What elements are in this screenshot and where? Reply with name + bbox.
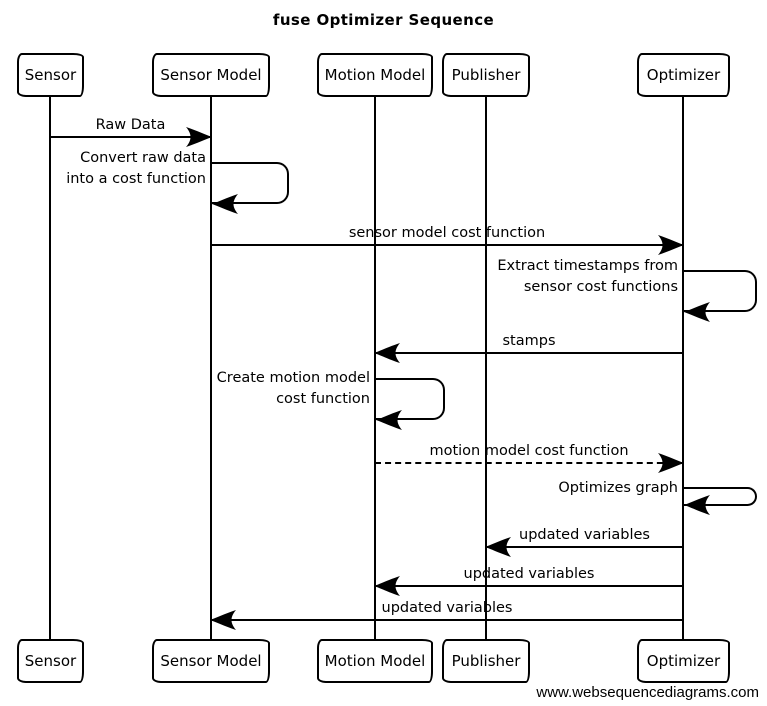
participant-top-optimizer: Optimizer bbox=[637, 53, 730, 97]
participant-label: Motion Model bbox=[324, 66, 426, 84]
participant-label: Optimizer bbox=[646, 66, 721, 84]
lifeline-sensor bbox=[49, 97, 51, 639]
message-line-dashed bbox=[375, 462, 683, 464]
self-loop bbox=[683, 270, 757, 312]
participant-top-publisher: Publisher bbox=[442, 53, 530, 97]
arrowhead-left-icon bbox=[212, 194, 238, 214]
participant-label: Sensor Model bbox=[160, 652, 262, 670]
participant-label: Sensor Model bbox=[160, 66, 262, 84]
arrowhead-left-icon bbox=[374, 576, 400, 596]
participant-label: Optimizer bbox=[646, 652, 721, 670]
participant-bottom-publisher: Publisher bbox=[442, 639, 530, 683]
participant-top-sensor-model: Sensor Model bbox=[152, 53, 270, 97]
participant-bottom-sensor-model: Sensor Model bbox=[152, 639, 270, 683]
arrowhead-right-icon bbox=[186, 127, 212, 147]
lifeline-optimizer bbox=[682, 97, 684, 639]
participant-bottom-motion-model: Motion Model bbox=[317, 639, 433, 683]
message-label: motion model cost function bbox=[429, 443, 629, 459]
diagram-title: fuse Optimizer Sequence bbox=[272, 11, 495, 29]
message-label: stamps bbox=[502, 333, 556, 349]
arrowhead-left-icon bbox=[210, 610, 236, 630]
self-message-label-line: sensor cost functions bbox=[523, 279, 678, 295]
participant-label: Publisher bbox=[451, 66, 521, 84]
message-line bbox=[375, 585, 683, 587]
message-label: updated variables bbox=[463, 566, 595, 582]
self-message-label: Create motion model cost function bbox=[190, 368, 370, 410]
message-line bbox=[375, 352, 683, 354]
self-message-label: Optimizes graph bbox=[478, 478, 678, 499]
self-loop bbox=[683, 487, 757, 506]
participant-top-sensor: Sensor bbox=[17, 53, 84, 97]
message-label: updated variables bbox=[381, 600, 513, 616]
self-message-label: Extract timestamps from sensor cost func… bbox=[478, 256, 678, 298]
self-loop bbox=[375, 378, 445, 420]
message-line bbox=[50, 136, 211, 138]
message-line bbox=[486, 546, 683, 548]
arrowhead-left-icon bbox=[376, 410, 402, 430]
participant-bottom-sensor: Sensor bbox=[17, 639, 84, 683]
self-message-label: Convert raw data into a cost function bbox=[26, 148, 206, 190]
self-message-label-line: cost function bbox=[276, 391, 370, 407]
self-message-label-line: Convert raw data bbox=[80, 150, 206, 166]
participant-label: Sensor bbox=[24, 66, 77, 84]
lifeline-motion-model bbox=[374, 97, 376, 639]
arrowhead-left-icon bbox=[684, 495, 710, 515]
arrowhead-right-icon bbox=[658, 235, 684, 255]
arrowhead-left-icon bbox=[485, 537, 511, 557]
participant-label: Sensor bbox=[24, 652, 77, 670]
message-label: Raw Data bbox=[95, 117, 166, 133]
message-line bbox=[211, 244, 683, 246]
message-label: sensor model cost function bbox=[348, 225, 546, 241]
self-loop bbox=[211, 162, 289, 204]
message-line bbox=[211, 619, 683, 621]
watermark: www.websequencediagrams.com bbox=[536, 684, 759, 701]
self-message-label-line: Optimizes graph bbox=[558, 480, 678, 496]
arrowhead-left-icon bbox=[374, 343, 400, 363]
participant-label: Motion Model bbox=[324, 652, 426, 670]
self-message-label-line: Extract timestamps from bbox=[497, 258, 678, 274]
message-label: updated variables bbox=[519, 527, 650, 543]
participant-top-motion-model: Motion Model bbox=[317, 53, 433, 97]
arrowhead-left-icon bbox=[684, 302, 710, 322]
self-message-label-line: into a cost function bbox=[66, 171, 206, 187]
participant-bottom-optimizer: Optimizer bbox=[637, 639, 730, 683]
arrowhead-right-icon bbox=[658, 453, 684, 473]
self-message-label-line: Create motion model bbox=[216, 370, 370, 386]
lifeline-sensor-model bbox=[210, 97, 212, 639]
lifeline-publisher bbox=[485, 97, 487, 639]
participant-label: Publisher bbox=[451, 652, 521, 670]
